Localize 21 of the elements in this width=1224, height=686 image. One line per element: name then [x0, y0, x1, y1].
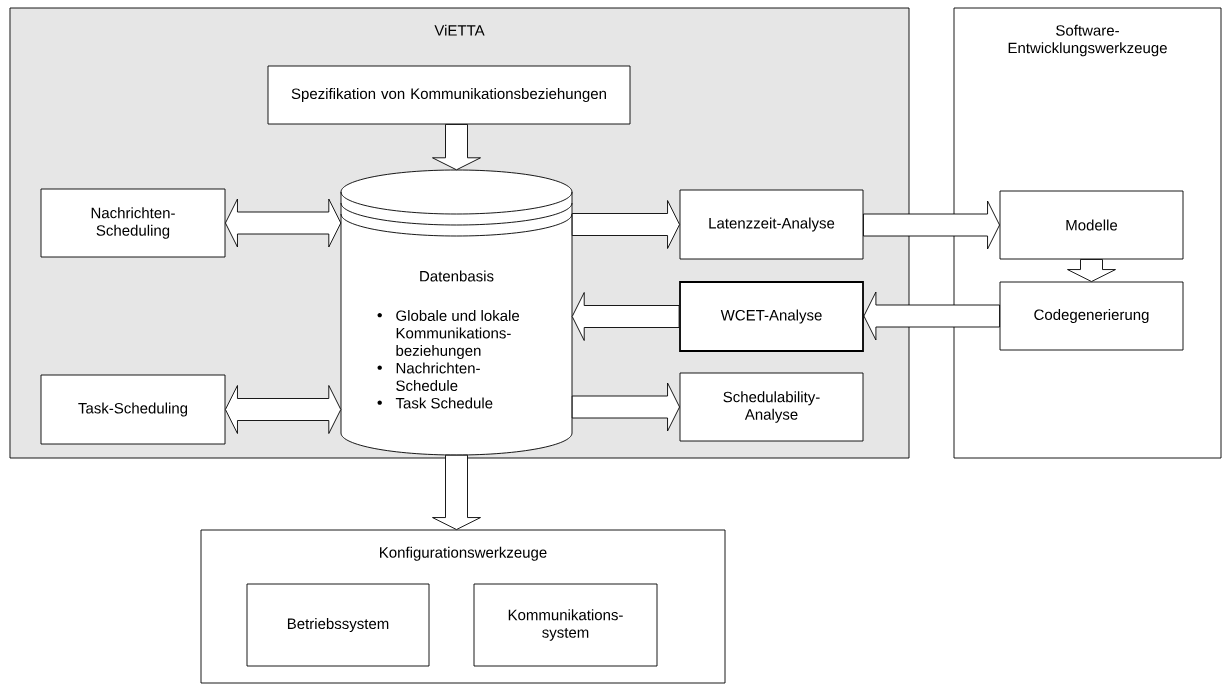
- block-arrow: [571, 382, 680, 432]
- process-box: Spezifikation von Kommunikationsbeziehungen: [267, 65, 631, 125]
- block-arrow: [571, 292, 680, 341]
- block-arrow: [571, 200, 680, 249]
- block-arrow: [225, 385, 342, 434]
- process-box: Schedulability-Analyse: [679, 372, 864, 442]
- block-arrow: [1067, 259, 1116, 282]
- block-arrow: [225, 198, 342, 248]
- process-box: Betriebssystem: [246, 583, 430, 667]
- block-arrow: [863, 200, 1000, 250]
- block-arrow: [863, 291, 1000, 341]
- block-arrow: [432, 124, 481, 171]
- process-box: Modelle: [999, 190, 1184, 260]
- process-box: WCET-Analyse: [679, 281, 864, 352]
- process-box: Nachrichten-Scheduling: [40, 188, 226, 258]
- process-box: Latenzzeit-Analyse: [679, 189, 864, 260]
- process-box: Task-Scheduling: [40, 374, 226, 445]
- process-box: Codegenerierung: [999, 281, 1184, 351]
- database-cylinder: Datenbasis Globale und lokale Kommunikations-beziehungen Nachrichten-Schedule Task Schedule: [340, 169, 573, 456]
- block-arrow: [432, 454, 481, 530]
- process-box: Kommunikations-system: [473, 583, 658, 667]
